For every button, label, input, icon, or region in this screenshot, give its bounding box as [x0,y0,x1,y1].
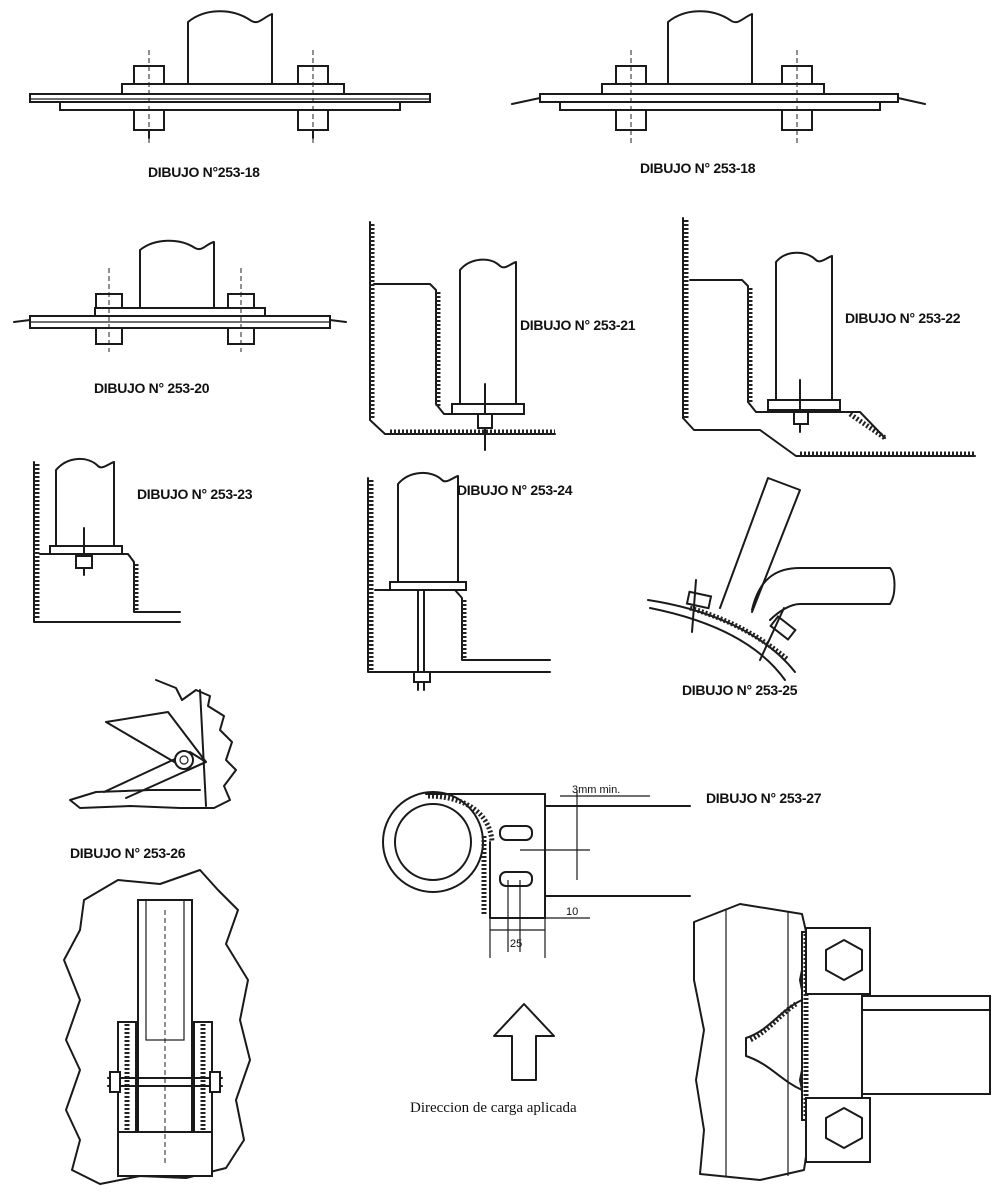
caption-253-26: DIBUJO N° 253-26 [70,845,186,861]
drawing-253-22: DIBUJO N° 253-22 [682,217,976,457]
drawing-253-18-a: DIBUJO N°253-18 [29,10,431,180]
caption-253-18-a: DIBUJO N°253-18 [148,164,260,180]
dim-offset-label: 10 [566,906,578,918]
drawing-sleeve-joint [63,869,251,1185]
load-direction-arrow: Direccion de carga aplicada [410,1003,577,1116]
caption-253-21: DIBUJO N° 253-21 [520,317,636,333]
drawing-253-27 [693,903,991,1181]
caption-253-25: DIBUJO N° 253-25 [682,682,798,698]
caption-253-27: DIBUJO N° 253-27 [706,790,822,806]
drawing-253-18-b: DIBUJO N° 253-18 [511,10,926,176]
drawing-clamp-detail: 3mm min. 10 25 DIBUJO N° 253-27 [382,784,822,958]
drawing-253-24: DIBUJO N° 253-24 [367,472,573,691]
caption-253-18-b: DIBUJO N° 253-18 [640,160,756,176]
dim-width-label: 25 [510,938,522,950]
drawing-253-21: DIBUJO N° 253-21 [369,221,636,451]
caption-253-23: DIBUJO N° 253-23 [137,486,253,502]
dim-gap-label: 3mm min. [572,784,620,796]
drawing-253-25: DIBUJO N° 253-25 [647,477,896,698]
caption-253-20: DIBUJO N° 253-20 [94,380,210,396]
load-direction-label: Direccion de carga aplicada [410,1100,577,1116]
drawing-253-26: DIBUJO N° 253-26 [69,679,237,861]
drawing-253-20: DIBUJO N° 253-20 [13,239,347,396]
caption-253-22: DIBUJO N° 253-22 [845,310,961,326]
drawing-253-23: DIBUJO N° 253-23 [33,458,253,623]
caption-253-24: DIBUJO N° 253-24 [457,482,573,498]
